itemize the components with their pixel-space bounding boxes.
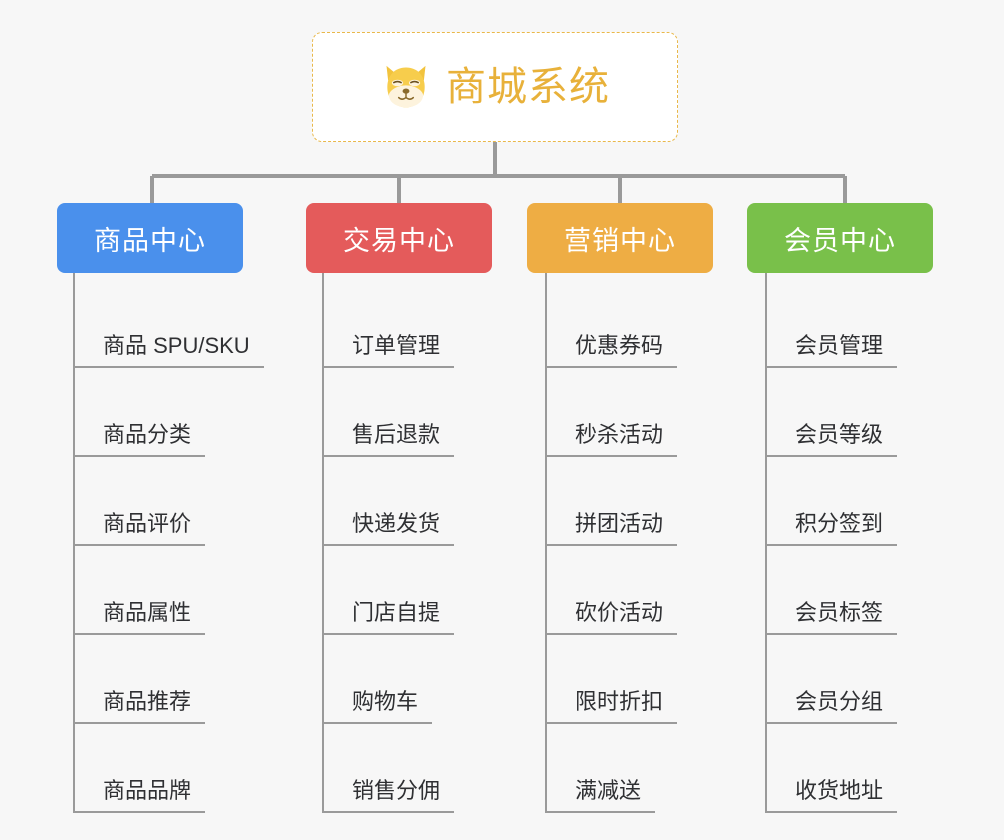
leaf-item[interactable]: 商品推荐 — [73, 635, 264, 724]
leaf-label: 满减送 — [575, 778, 642, 803]
leaf-item[interactable]: 优惠券码 — [545, 279, 713, 368]
leaf-list-1: 订单管理 售后退款 快递发货 门店自提 购物车 销售分佣 — [322, 273, 492, 813]
leaf-item[interactable]: 收货地址 — [765, 724, 933, 813]
leaf-item[interactable]: 满减送 — [545, 724, 713, 813]
branch-column-1: 交易中心 订单管理 售后退款 快递发货 门店自提 购物车 销售分佣 — [306, 203, 492, 813]
leaf-label: 商品评价 — [103, 511, 192, 536]
leaf-label: 门店自提 — [352, 600, 441, 625]
leaf-label: 收货地址 — [795, 778, 884, 803]
leaf-item[interactable]: 会员分组 — [765, 635, 933, 724]
branch-column-3: 会员中心 会员管理 会员等级 积分签到 会员标签 会员分组 收货地址 — [747, 203, 933, 813]
leaf-item[interactable]: 砍价活动 — [545, 546, 713, 635]
leaf-label: 会员分组 — [795, 689, 884, 714]
leaf-item[interactable]: 商品 SPU/SKU — [73, 279, 264, 368]
leaf-label: 拼团活动 — [575, 511, 664, 536]
leaf-spine — [73, 273, 75, 813]
leaf-label: 商品品牌 — [103, 778, 192, 803]
branch-head-3[interactable]: 会员中心 — [747, 203, 933, 273]
leaf-item[interactable]: 销售分佣 — [322, 724, 492, 813]
leaf-spine — [765, 273, 767, 813]
branch-head-2[interactable]: 营销中心 — [527, 203, 713, 273]
leaf-item[interactable]: 限时折扣 — [545, 635, 713, 724]
branch-column-0: 商品中心 商品 SPU/SKU 商品分类 商品评价 商品属性 商品推荐 商品品牌 — [57, 203, 264, 813]
leaf-item[interactable]: 秒杀活动 — [545, 368, 713, 457]
leaf-label: 会员管理 — [795, 333, 884, 358]
leaf-item[interactable]: 快递发货 — [322, 457, 492, 546]
branch-head-label: 交易中心 — [343, 225, 455, 256]
leaf-list-2: 优惠券码 秒杀活动 拼团活动 砍价活动 限时折扣 满减送 — [545, 273, 713, 813]
branch-head-0[interactable]: 商品中心 — [57, 203, 243, 273]
branch-head-label: 会员中心 — [784, 225, 896, 256]
leaf-label: 销售分佣 — [352, 778, 441, 803]
root-title: 商城系统 — [446, 65, 610, 109]
leaf-label: 砍价活动 — [575, 600, 664, 625]
leaf-label: 优惠券码 — [575, 333, 664, 358]
leaf-label: 限时折扣 — [575, 689, 664, 714]
leaf-label: 商品 SPU/SKU — [103, 333, 250, 358]
leaf-spine — [322, 273, 324, 813]
leaf-item[interactable]: 会员等级 — [765, 368, 933, 457]
leaf-label: 会员标签 — [795, 600, 884, 625]
leaf-label: 积分签到 — [795, 511, 884, 536]
leaf-label: 商品分类 — [103, 422, 192, 447]
leaf-item[interactable]: 售后退款 — [322, 368, 492, 457]
leaf-label: 售后退款 — [352, 422, 441, 447]
leaf-spine — [545, 273, 547, 813]
branch-head-label: 商品中心 — [94, 225, 206, 256]
leaf-label: 订单管理 — [352, 333, 441, 358]
branch-head-1[interactable]: 交易中心 — [306, 203, 492, 273]
leaf-list-0: 商品 SPU/SKU 商品分类 商品评价 商品属性 商品推荐 商品品牌 — [73, 273, 264, 813]
leaf-item[interactable]: 商品品牌 — [73, 724, 264, 813]
leaf-label: 商品推荐 — [103, 689, 192, 714]
leaf-item[interactable]: 购物车 — [322, 635, 492, 724]
leaf-item[interactable]: 积分签到 — [765, 457, 933, 546]
leaf-item[interactable]: 会员管理 — [765, 279, 933, 368]
leaf-list-3: 会员管理 会员等级 积分签到 会员标签 会员分组 收货地址 — [765, 273, 933, 813]
leaf-label: 购物车 — [352, 689, 419, 714]
leaf-label: 会员等级 — [795, 422, 884, 447]
leaf-item[interactable]: 商品分类 — [73, 368, 264, 457]
leaf-label: 快递发货 — [352, 511, 441, 536]
shiba-dog-icon — [386, 65, 426, 108]
leaf-item[interactable]: 会员标签 — [765, 546, 933, 635]
root-node[interactable]: 商城系统 — [312, 32, 678, 142]
branch-column-2: 营销中心 优惠券码 秒杀活动 拼团活动 砍价活动 限时折扣 满减送 — [527, 203, 713, 813]
branch-head-label: 营销中心 — [564, 225, 676, 256]
leaf-label: 秒杀活动 — [575, 422, 664, 447]
leaf-item[interactable]: 商品评价 — [73, 457, 264, 546]
leaf-item[interactable]: 拼团活动 — [545, 457, 713, 546]
leaf-item[interactable]: 商品属性 — [73, 546, 264, 635]
leaf-item[interactable]: 订单管理 — [322, 279, 492, 368]
leaf-label: 商品属性 — [103, 600, 192, 625]
leaf-item[interactable]: 门店自提 — [322, 546, 492, 635]
